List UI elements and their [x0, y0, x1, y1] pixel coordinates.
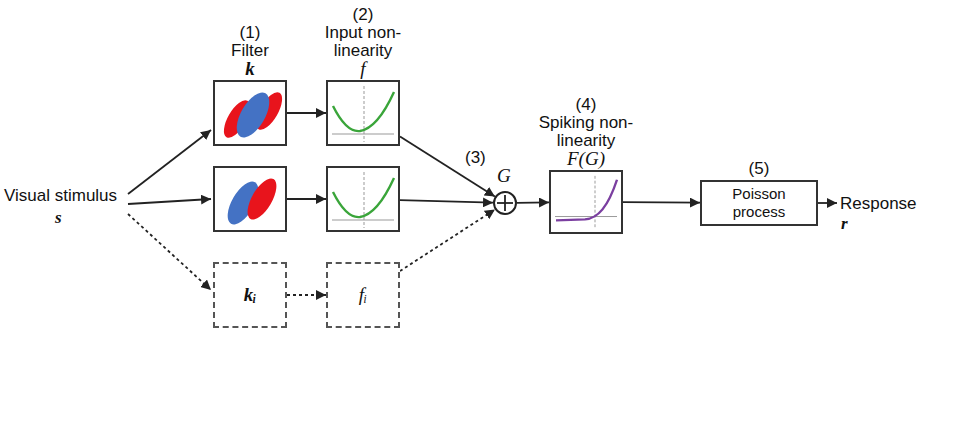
heading-text: (5) — [703, 160, 815, 178]
node-text: (3) — [465, 149, 486, 167]
node-body: fᵢ — [328, 264, 398, 326]
response-label: Response — [840, 194, 917, 214]
connector-arrow — [287, 294, 326, 296]
heading-text: f — [307, 60, 419, 78]
sum-node: (3)G — [493, 191, 517, 215]
connector-arrow — [287, 198, 326, 200]
spiking-box: (4)Spiking non-linearityF(G) — [549, 170, 623, 234]
response-symbol: r — [841, 214, 848, 234]
heading-text: Filter — [194, 42, 306, 60]
curve-illustration — [551, 172, 621, 232]
filter-box: (1)Filterk — [213, 80, 287, 146]
heading-text: (4) — [530, 96, 642, 114]
filter-box — [213, 166, 287, 232]
curve-illustration — [328, 168, 398, 230]
connector-arrow — [517, 202, 549, 204]
stimulus-arrow — [128, 199, 211, 204]
connector-arrow — [400, 200, 493, 203]
nonlinearity-box: fᵢ — [326, 262, 400, 328]
node-heading: (5) — [703, 160, 815, 178]
node-heading: (1)Filterk — [194, 24, 306, 78]
stimulus-arrow — [128, 130, 211, 194]
poisson-box: (5)Poisson process — [700, 180, 818, 226]
stimulus-symbol: s — [55, 208, 62, 228]
heading-text: (2) — [307, 6, 419, 24]
filter-box: kᵢ — [213, 262, 287, 328]
node-heading: (2)Input non-linearityf — [307, 6, 419, 78]
node-text: Poisson process — [721, 185, 797, 221]
node-text: fᵢ — [359, 286, 367, 304]
node-text: kᵢ — [244, 286, 257, 304]
stimulus-arrow — [128, 214, 211, 290]
nonlinearity-box — [326, 166, 400, 232]
heading-text: k — [194, 60, 306, 78]
response-arrow — [818, 202, 837, 204]
heading-text: (1) — [194, 24, 306, 42]
heading-text: Spiking non-linearity — [530, 114, 642, 150]
heading-text: Input non-linearity — [307, 24, 419, 60]
node-text: G — [497, 167, 511, 185]
plus-symbol — [495, 193, 515, 213]
connector-arrow — [287, 112, 326, 114]
connector-arrow — [623, 201, 700, 203]
connector-arrow — [400, 136, 495, 196]
node-body: Poisson process — [702, 182, 816, 224]
node-heading: (4)Spiking non-linearityF(G) — [530, 96, 642, 168]
heading-text: F(G) — [530, 150, 642, 168]
stimulus-label: Visual stimulus — [4, 186, 117, 206]
curve-illustration — [328, 82, 398, 144]
node-body: kᵢ — [215, 264, 285, 326]
curve-illustration — [215, 168, 285, 230]
nonlinearity-box: (2)Input non-linearityf — [326, 80, 400, 146]
connector-arrow — [400, 210, 495, 272]
curve-illustration — [215, 82, 285, 144]
